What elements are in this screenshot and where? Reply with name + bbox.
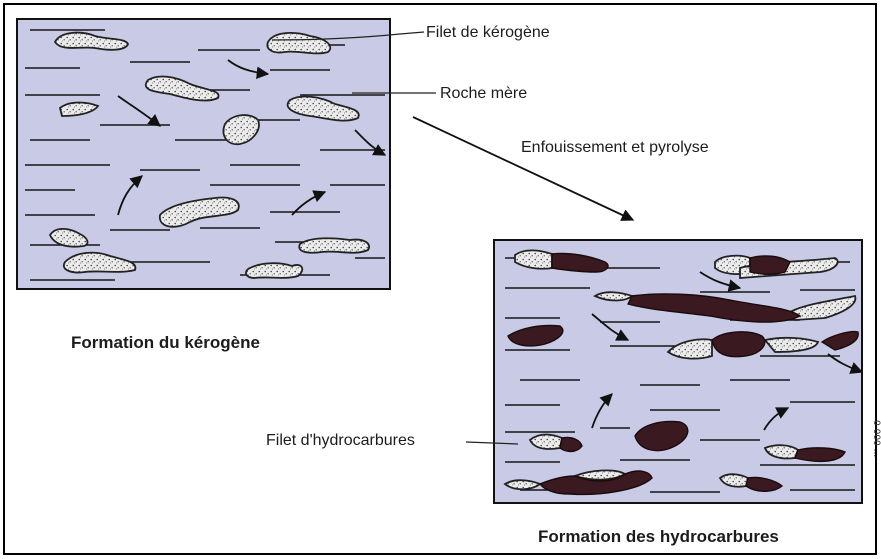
label-burial-pyrolysis: Enfouissement et pyrolyse [521, 139, 709, 156]
label-hydrocarbon-filament: Filet d'hydrocarbures [266, 432, 415, 449]
burial-pyrolysis-arrow [413, 117, 633, 220]
label-kerogen-filament: Filet de kérogène [426, 24, 550, 41]
caption-hydrocarbon-formation: Formation des hydrocarbures [538, 527, 779, 546]
hydrocarbon-panel [494, 240, 862, 503]
kerogen-panel [17, 19, 390, 289]
source-rock-block-right [494, 240, 862, 503]
label-source-rock: Roche mère [440, 85, 527, 102]
caption-kerogen-formation: Formation du kérogène [71, 333, 260, 352]
side-reference-mark: 0 000 ... [871, 420, 881, 457]
